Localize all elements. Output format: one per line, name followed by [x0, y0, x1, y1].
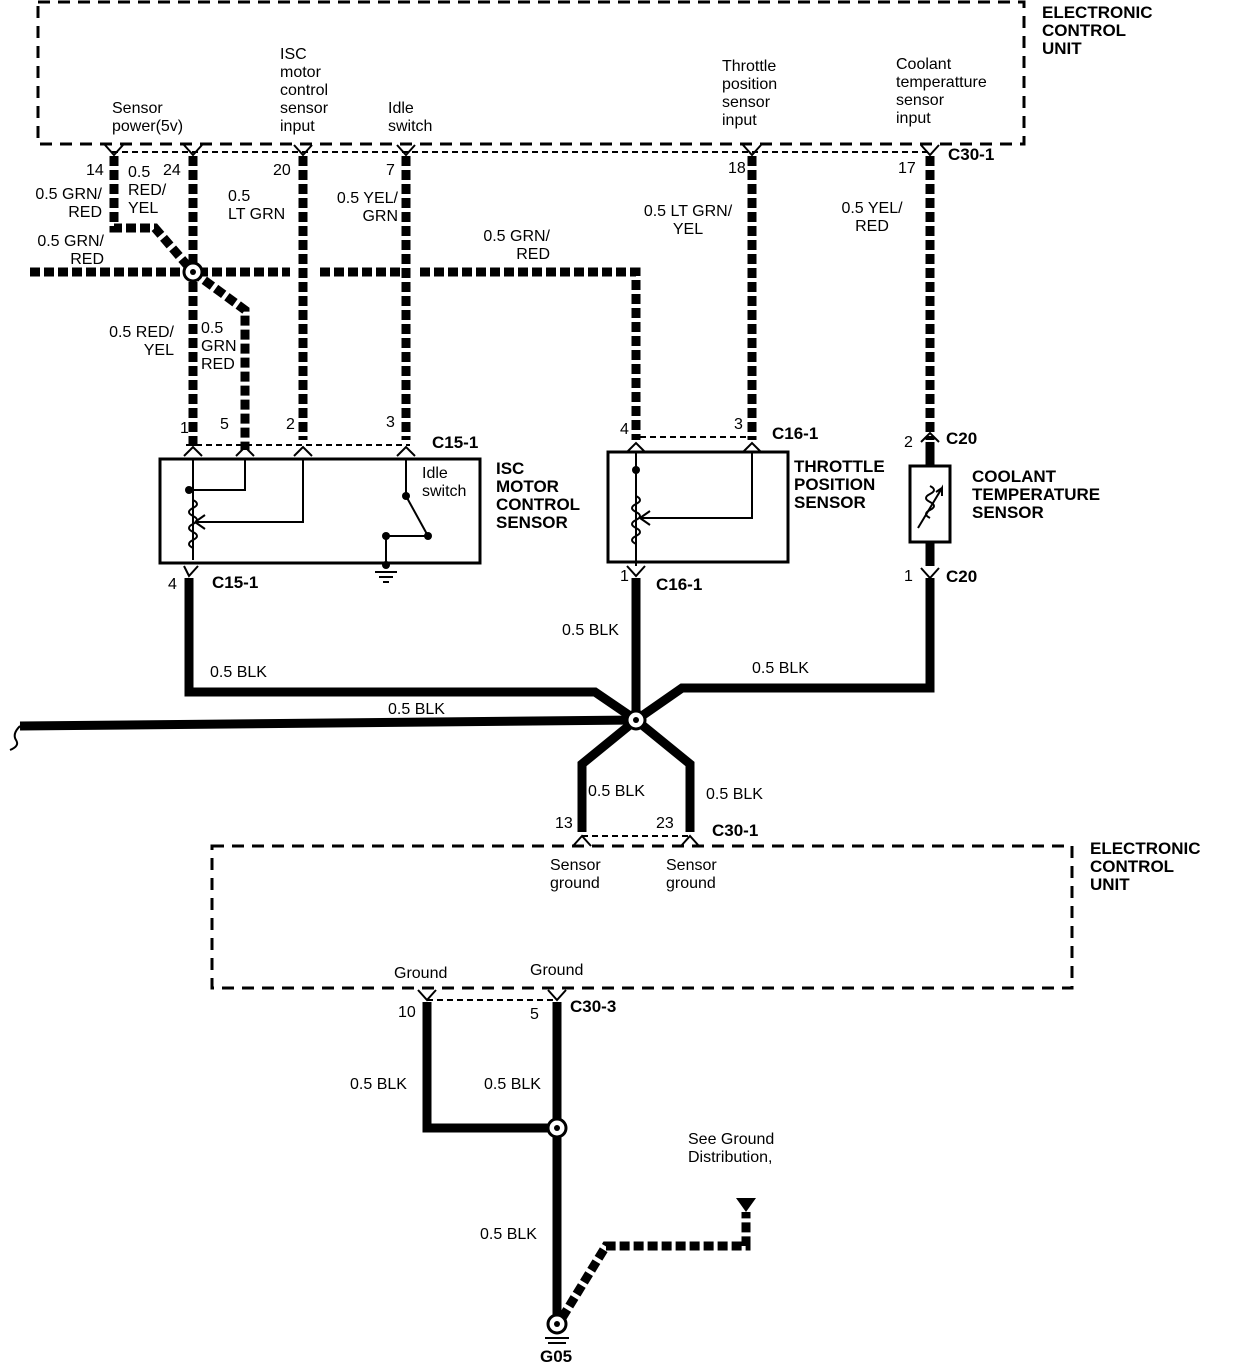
wire-label-lt-grn-yel-18: 0.5 LT GRN/ YEL	[643, 203, 733, 238]
pin-18: 18	[728, 160, 746, 177]
sensor-ground-label-13: Sensor ground	[550, 857, 601, 892]
cts-pin-1: 1	[904, 568, 913, 585]
isc-pin-5: 5	[220, 416, 229, 433]
cts-connector-top: C20	[946, 429, 978, 448]
ecu-bottom-title: ELECTRONIC CONTROL UNIT	[1090, 839, 1201, 894]
isc-idle-switch-label: Idle switch	[422, 465, 467, 500]
pin-10: 10	[398, 1004, 416, 1021]
wire-label-blk-23: 0.5 BLK	[706, 786, 763, 803]
connector-c30-1-bottom: C30-1	[712, 821, 759, 840]
sensor-ground-label-23: Sensor ground	[666, 857, 717, 892]
wire-label-yel-red-17: 0.5 YEL/ RED	[841, 200, 903, 235]
cts-pin-2: 2	[904, 434, 913, 451]
isc-pin-3: 3	[386, 414, 395, 431]
wire-blk-10	[422, 1002, 557, 1133]
pin-17: 17	[898, 160, 916, 177]
tps-pin-3: 3	[734, 416, 743, 433]
tps-connector-bottom: C16-1	[656, 575, 703, 594]
ecu-top-box	[36, 0, 1026, 146]
pin-label-throttle-input: Throttle position sensor input	[722, 58, 778, 129]
wire-blk-23	[633, 716, 695, 832]
cts-connector-bottom: C20	[946, 567, 978, 586]
ground-label-10: Ground	[394, 965, 448, 982]
wire-label-blk-13: 0.5 BLK	[588, 783, 645, 800]
tps-pin-1: 1	[620, 568, 629, 585]
tps-connector-top: C16-1	[772, 424, 819, 443]
wire-label-blk-isc: 0.5 BLK	[210, 664, 267, 681]
pin-24: 24	[163, 162, 181, 179]
isc-connector-bottom: C15-1	[212, 573, 259, 592]
cts-title: COOLANT TEMPERATURE SENSOR	[972, 467, 1101, 522]
wire-blk-isc	[184, 578, 639, 724]
wire-label-blk-g05: 0.5 BLK	[480, 1226, 537, 1243]
pin-23: 23	[656, 815, 674, 832]
isc-title: ISC MOTOR CONTROL SENSOR	[496, 459, 581, 532]
wire-label-grn-red-lower: 0.5 GRN RED	[201, 320, 237, 373]
wire-label-grn-red-left: 0.5 GRN/ RED	[37, 233, 104, 268]
wire-label-blk-10: 0.5 BLK	[350, 1076, 407, 1093]
pin-5: 5	[530, 1006, 539, 1023]
wire-blk-cts	[633, 578, 935, 724]
connector-c30-1-top: C30-1	[948, 145, 995, 164]
isc-sensor-box	[158, 457, 482, 565]
wire-label-blk-tps: 0.5 BLK	[562, 622, 619, 639]
tps-title: THROTTLE POSITION SENSOR	[794, 457, 885, 512]
pin-20: 20	[273, 162, 291, 179]
wire-label-blk-cts: 0.5 BLK	[752, 660, 809, 677]
pin-14: 14	[86, 162, 104, 179]
wire-label-grn-red-mid: 0.5 GRN/ RED	[483, 228, 550, 263]
wire-grn-red-14	[109, 156, 197, 275]
wire-label-blk-5: 0.5 BLK	[484, 1076, 541, 1093]
wire-label-red-yel-24: 0.5 RED/ YEL	[128, 164, 167, 217]
pin-label-idle-switch: Idle switch	[388, 100, 433, 135]
pin-label-coolant-input: Coolant temperatture sensor input	[896, 56, 987, 127]
ground-g05-label: G05	[540, 1347, 573, 1366]
wire-label-red-yel-lower: 0.5 RED/ YEL	[109, 324, 174, 359]
wire-label-grn-red-14: 0.5 GRN/ RED	[35, 186, 102, 221]
pin-label-isc-input: ISC motor control sensor input	[280, 46, 329, 135]
pin-label-sensor-power: Sensor power(5v)	[112, 100, 184, 135]
pin-7: 7	[386, 162, 395, 179]
isc-pin-4: 4	[168, 576, 177, 593]
wire-ground-dist	[558, 1212, 751, 1321]
isc-pin-2: 2	[286, 416, 295, 433]
cts-box	[908, 464, 952, 544]
wire-blk-left	[19, 715, 637, 731]
ecu-bottom-box	[210, 844, 1074, 990]
wire-label-blk-left: 0.5 BLK	[388, 701, 445, 718]
wire-blk-13	[577, 716, 639, 832]
ecu-top-title: ELECTRONIC CONTROL UNIT	[1042, 3, 1153, 58]
ground-distribution-note: See Ground Distribution,	[688, 1131, 775, 1166]
isc-pin-1: 1	[180, 420, 189, 437]
tps-pin-4: 4	[620, 421, 629, 438]
wire-grn-red-5	[190, 268, 250, 450]
pin-13: 13	[555, 815, 573, 832]
ground-label-5: Ground	[530, 962, 584, 979]
connector-c30-3: C30-3	[570, 997, 617, 1016]
isc-connector-top: C15-1	[432, 433, 479, 452]
wire-label-lt-grn-20: 0.5 LT GRN	[228, 188, 286, 223]
wire-label-yel-grn-7: 0.5 YEL/ GRN	[336, 190, 398, 225]
